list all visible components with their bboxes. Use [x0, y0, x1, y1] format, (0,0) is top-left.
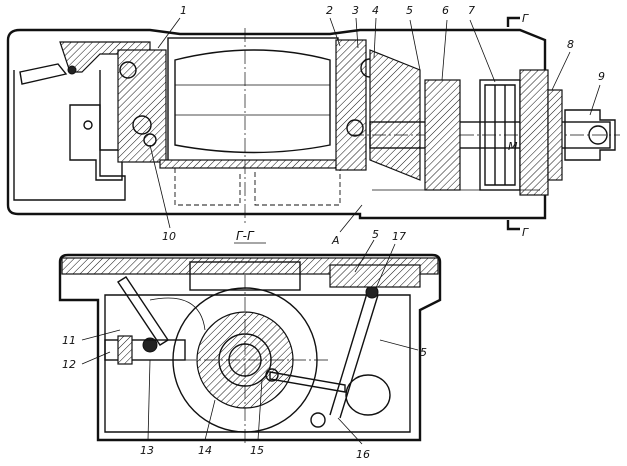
sector-arc: [149, 297, 206, 331]
coupling-nut: [588, 125, 608, 145]
leader-10: [149, 144, 171, 229]
housing-inner-wall: [13, 70, 126, 201]
callout-b12: 12: [62, 358, 76, 371]
callout-b5-top: 5: [372, 228, 379, 241]
view-title: Г-Г: [236, 229, 255, 243]
section-letter-top: Г: [522, 12, 529, 25]
leader-b12: [81, 351, 111, 365]
callout-b16: 16: [356, 448, 370, 461]
right-top-block: [329, 264, 421, 288]
leader-5: [409, 19, 421, 71]
callout-4: 4: [372, 4, 379, 17]
leader-3: [355, 17, 359, 49]
leader-b11: [81, 329, 121, 341]
bottom-bolt: [310, 412, 326, 428]
housing-outline: [6, 28, 547, 220]
leader-4: [373, 17, 377, 59]
bracket-hole: [83, 120, 93, 130]
callout-b15: 15: [250, 444, 264, 457]
leader-2: [329, 17, 341, 47]
leader-b14: [204, 399, 216, 441]
lower-shield: [159, 159, 347, 169]
callout-6: 6: [442, 4, 449, 17]
leader-b5-top: [354, 239, 375, 273]
lever-knob-pivot: [265, 368, 279, 382]
leader-9: [589, 84, 601, 116]
callout-M: М: [508, 140, 518, 153]
right-bearing-housing: [335, 39, 367, 171]
left-pivot: [142, 337, 158, 353]
section-mark-top: [506, 16, 520, 27]
callout-b13: 13: [140, 444, 154, 457]
left-bearing-ball-bottom: [132, 115, 152, 135]
lever-pivot: [67, 65, 77, 75]
callout-2: 2: [326, 4, 333, 17]
left-link-arm: [117, 276, 169, 346]
gear-right: [519, 69, 549, 196]
bevel-gear: [369, 49, 421, 181]
lower-housing-outline: [58, 253, 442, 442]
leader-b15: [257, 379, 263, 441]
callout-7: 7: [468, 4, 475, 17]
leader-1: [157, 17, 181, 49]
rotor-core: [174, 49, 331, 154]
leader-b5-right: [379, 339, 419, 351]
handle-knob: [345, 374, 391, 416]
left-bearing-ball-top: [119, 61, 137, 79]
left-shaft-collar: [117, 335, 133, 365]
callout-1: 1: [180, 4, 187, 17]
longitudinal-section-view: Г Г 1 2 3 4 5 6 7 8 9 10 А М: [6, 4, 620, 247]
leader-8: [551, 51, 571, 91]
left-bracket: [69, 104, 123, 181]
leader-6: [441, 19, 448, 81]
output-coupling: [564, 109, 616, 161]
right-bearing-ball-bottom: [346, 119, 364, 137]
leader-b16: [337, 417, 363, 445]
callout-b11: 11: [62, 334, 76, 347]
top-compartment: [189, 261, 301, 291]
right-flange: [547, 89, 563, 181]
callout-5: 5: [406, 4, 413, 17]
leader-b13: [147, 359, 151, 441]
leader-b17: [375, 243, 396, 289]
callout-b17: 17: [392, 230, 406, 243]
lever-rod: [269, 371, 346, 393]
callout-A: А: [331, 234, 340, 247]
section-letter-bottom: Г: [522, 226, 529, 239]
leader-7: [469, 19, 496, 83]
section-mark-bottom: [506, 220, 520, 231]
gear-left: [424, 79, 461, 191]
right-link-rod: [329, 289, 379, 419]
left-shaft: [104, 339, 186, 361]
callout-b5-right: 5: [420, 346, 427, 359]
cross-section-view: 5 17 11 12 5 13 14 15 16: [58, 228, 442, 461]
callout-3: 3: [352, 4, 359, 17]
oil-pan-dashed: [174, 168, 341, 206]
inner-frame: [104, 294, 411, 433]
left-lever: [19, 63, 68, 85]
leader-A: [339, 204, 363, 233]
callout-10: 10: [162, 230, 176, 243]
callout-9: 9: [598, 70, 605, 83]
gear-middle-web: [484, 84, 516, 186]
callout-8: 8: [567, 38, 574, 51]
left-bearing-housing: [117, 49, 167, 163]
callout-b14: 14: [198, 444, 212, 457]
